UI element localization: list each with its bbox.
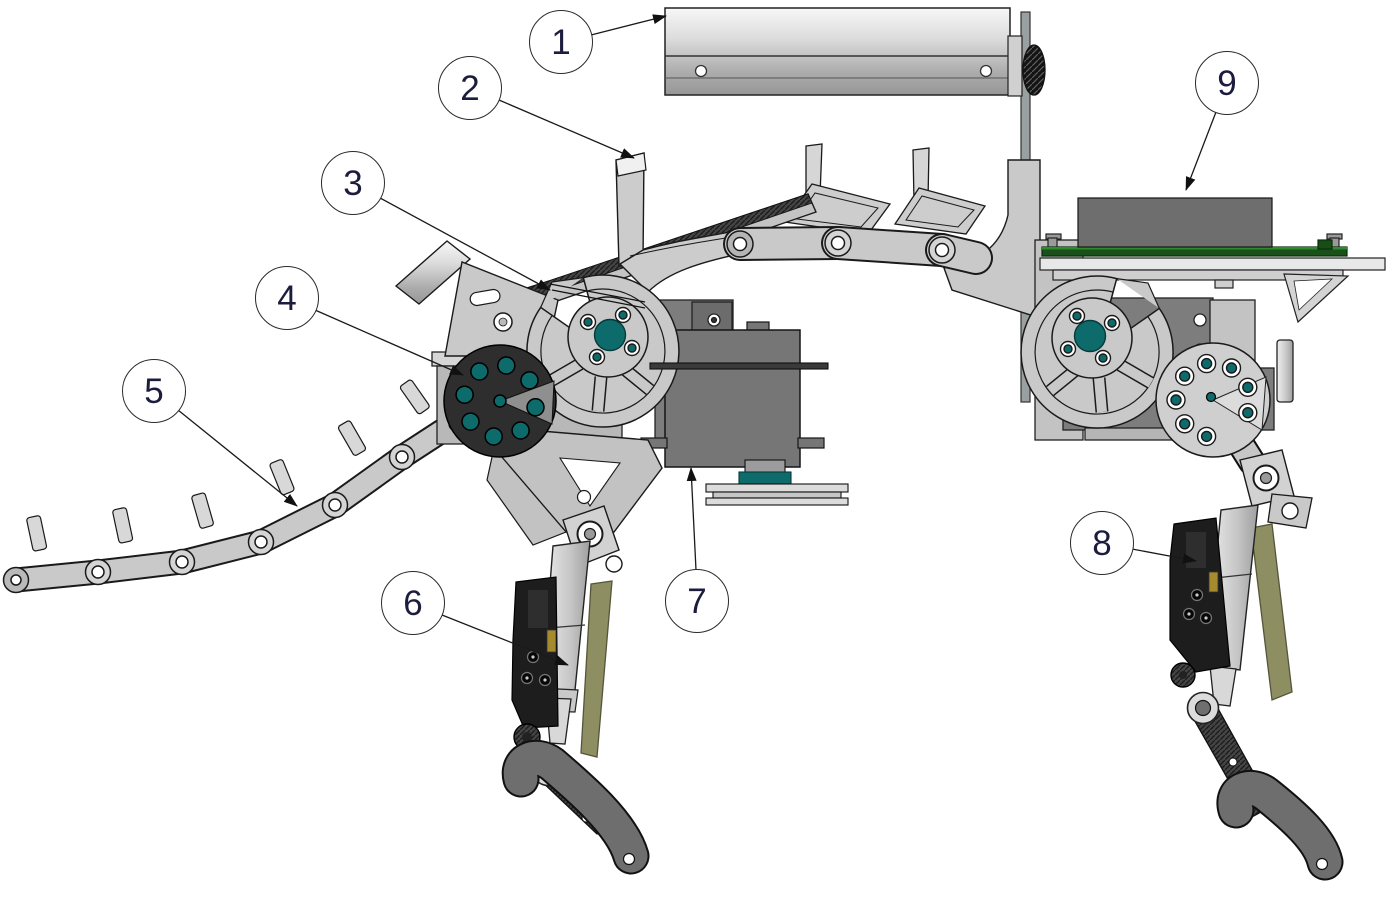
callout-linkage-blade: 3 [321,151,385,215]
knurled-knob [1022,44,1046,96]
rear-leg [1169,449,1344,881]
front-foot [503,741,648,873]
leader-lines [177,14,1217,666]
tube-hole-left [694,64,708,78]
front-leg-spring-strip [580,580,613,758]
front-leg [501,505,650,875]
callout-servo-motor: 7 [665,569,729,633]
spine-links [723,226,993,275]
electronics-box [1077,197,1273,248]
rear-foot [1218,772,1342,879]
segmented-tail [2,379,489,594]
servo-output [649,362,849,506]
shoulder-pulley-disc [443,344,557,458]
callout-label: 9 [1217,63,1237,103]
callout-label: 5 [144,371,164,411]
callout-label: 3 [343,163,363,203]
tube-hole-right [979,64,993,78]
callout-label: 6 [403,583,423,623]
callout-front-actuator: 6 [381,571,445,635]
tube-end-cap [1007,35,1023,97]
callout-label: 8 [1092,523,1112,563]
sector-gear-right [1021,276,1173,428]
callout-electronics-box: 9 [1195,51,1259,115]
spine-saddle-brackets [783,143,987,235]
callout-pulley-disc: 4 [255,266,319,330]
roller-tube [664,7,1046,97]
callout-label: 1 [551,22,571,62]
callout-label: 4 [277,278,297,318]
callout-segmented-tail: 5 [122,359,186,423]
front-thigh [486,427,663,546]
callout-spine-flag-bracket: 2 [438,56,502,120]
shoulder-linkage-blade [549,283,646,309]
rear-leg-spring-strip [1250,523,1293,701]
callout-rear-actuator: 8 [1070,511,1134,575]
callout-roller-tube: 1 [529,10,593,74]
callout-label: 7 [687,581,707,621]
callout-label: 2 [460,68,480,108]
hip-disc-right [1155,342,1271,476]
platform-assembly [1039,197,1386,324]
